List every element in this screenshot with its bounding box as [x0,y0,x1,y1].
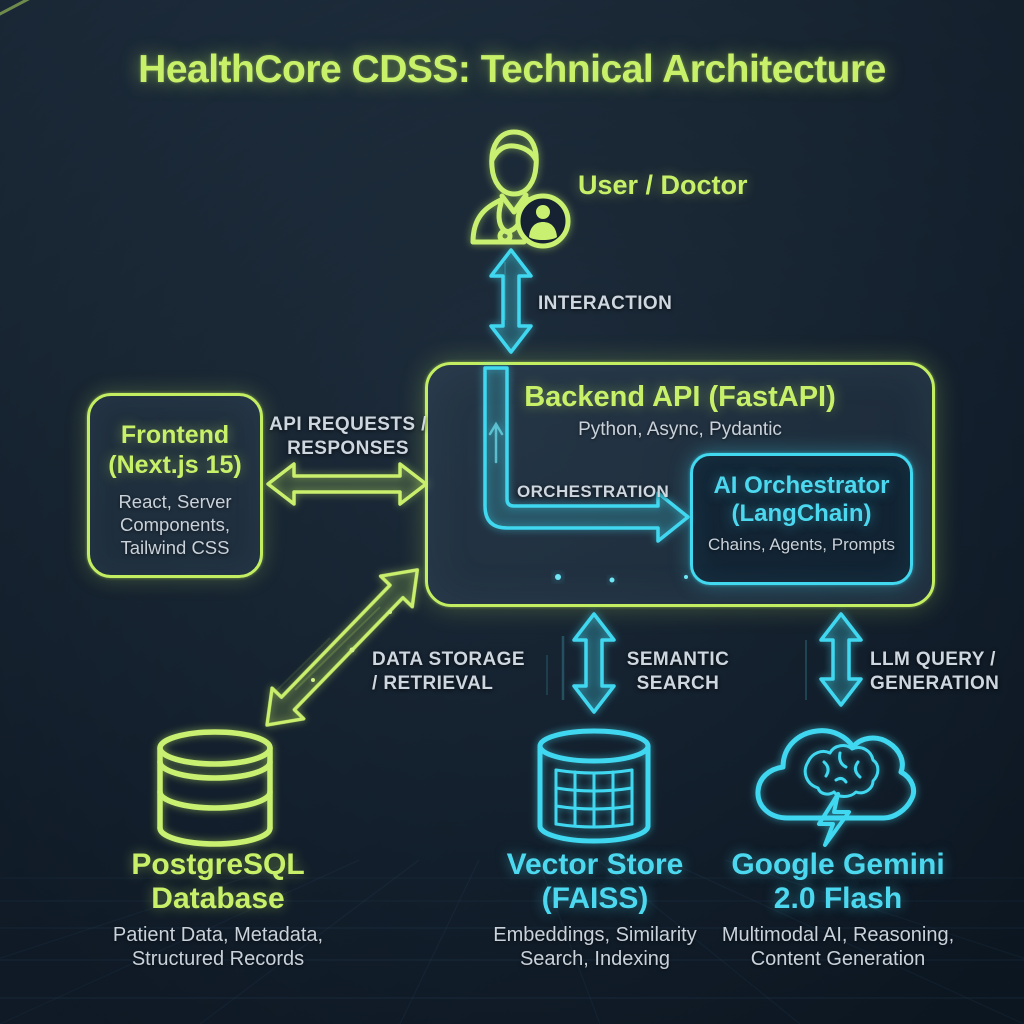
ai-orchestrator-title-line2: (LangChain) [731,500,872,527]
gemini-cloud-icon [755,728,917,847]
frontend-subtitle-line3: Tailwind CSS [120,537,230,558]
frontend-subtitle-line2: Components, [119,514,231,535]
user-doctor-icon [470,129,571,249]
data-storage-edge-label-line1: DATA STORAGE [372,649,525,670]
llm-query-edge-label-line2: GENERATION [870,673,1000,694]
gemini-title-line1: Google Gemini [731,848,945,881]
postgresql-database-icon [157,729,273,847]
semantic-search-arrow [572,612,616,714]
ai-orchestrator-node: AI Orchestrator (LangChain) Chains, Agen… [690,453,913,585]
semantic-search-edge-label: SEMANTIC SEARCH [622,648,734,696]
brain-icon [803,744,880,798]
user-doctor-label: User / Doctor [578,170,748,200]
api-requests-arrow [266,462,428,506]
interaction-edge-label: INTERACTION [538,293,673,314]
postgresql-title-line2: Database [151,882,285,915]
vector-store-title-line2: (FAISS) [541,882,649,915]
llm-query-edge-label: LLM QUERY / GENERATION [870,648,999,696]
vector-store-subtitle: Embeddings, Similarity Search, Indexing [425,923,765,971]
gemini-title-line2: 2.0 Flash [773,882,903,915]
corner-streak [0,0,30,16]
llm-query-edge-label-line1: LLM QUERY / [870,649,996,670]
api-requests-edge-label: API REQUESTS / RESPONSES [266,413,430,461]
ai-orchestrator-title-line1: AI Orchestrator [713,472,890,499]
vector-store-node-labels: Vector Store (FAISS) Embeddings, Similar… [425,848,765,971]
postgresql-subtitle-line1: Patient Data, Metadata, [112,924,324,946]
frontend-subtitle: React, Server Components, Tailwind CSS [90,490,260,559]
page-title: HealthCore CDSS: Technical Architecture [138,48,886,91]
gemini-subtitle: Multimodal AI, Reasoning, Content Genera… [668,923,1008,971]
lightning-bolt-icon [817,792,851,847]
ai-orchestrator-title: AI Orchestrator (LangChain) [693,472,910,528]
data-storage-edge-label: DATA STORAGE / RETRIEVAL [372,648,525,696]
gemini-node-labels: Google Gemini 2.0 Flash Multimodal AI, R… [668,848,1008,971]
data-storage-edge-label-line2: / RETRIEVAL [372,673,494,694]
vector-store-subtitle-line1: Embeddings, Similarity [493,924,697,946]
interaction-arrow [489,248,533,354]
frontend-node: Frontend (Next.js 15) React, Server Comp… [87,393,263,578]
postgresql-title: PostgreSQL Database [48,848,388,916]
semantic-search-edge-label-line2: SEARCH [636,673,720,694]
vector-grid [554,768,634,829]
backend-api-title: Backend API (FastAPI) [524,381,836,413]
gemini-title: Google Gemini 2.0 Flash [668,848,1008,916]
gemini-subtitle-line2: Content Generation [750,948,926,970]
vector-store-title-line1: Vector Store [506,848,684,881]
vector-store-icon [537,728,651,844]
semantic-search-edge-label-line1: SEMANTIC [626,649,730,670]
frontend-subtitle-line1: React, Server [118,491,232,512]
postgresql-node-labels: PostgreSQL Database Patient Data, Metada… [48,848,388,971]
postgresql-title-line1: PostgreSQL [131,848,305,881]
postgresql-subtitle-line2: Structured Records [131,948,305,970]
frontend-title-line2: (Next.js 15) [108,451,242,479]
vector-store-title: Vector Store (FAISS) [425,848,765,916]
ai-orchestrator-subtitle: Chains, Agents, Prompts [707,535,896,554]
backend-api-subtitle: Python, Async, Pydantic [578,419,782,440]
llm-query-arrow [819,612,863,707]
api-requests-edge-label-line2: RESPONSES [287,438,409,459]
frontend-title-line1: Frontend [120,421,230,449]
orchestration-edge-label: ORCHESTRATION [517,482,670,501]
api-requests-edge-label-line1: API REQUESTS / [269,414,427,435]
frontend-title: Frontend (Next.js 15) [90,420,260,480]
gemini-subtitle-line1: Multimodal AI, Reasoning, [721,924,955,946]
vector-store-subtitle-line2: Search, Indexing [519,948,671,970]
postgresql-subtitle: Patient Data, Metadata, Structured Recor… [48,923,388,971]
